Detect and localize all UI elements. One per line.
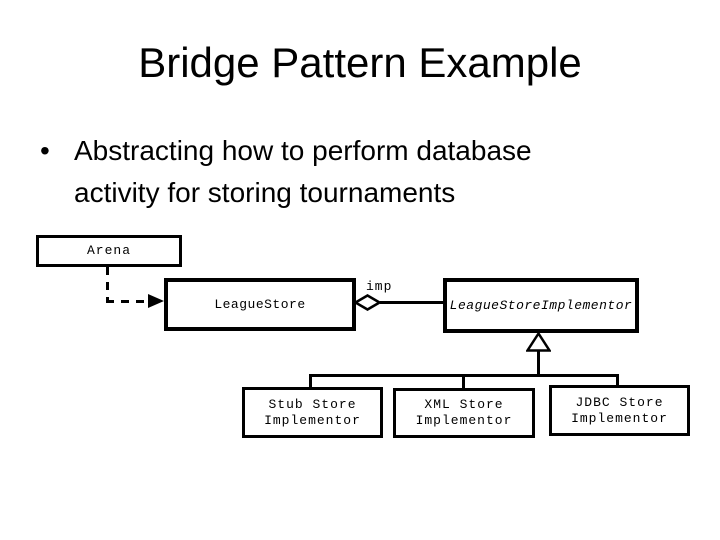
aggregation-role-label: imp [366, 279, 393, 294]
dashed-line-horizontal [106, 300, 150, 303]
class-label-arena: Arena [86, 243, 131, 258]
inheritance-connector-horizontal [309, 374, 619, 377]
slide-title: Bridge Pattern Example [138, 39, 582, 86]
class-box-xml-store-implementor: XML Store Implementor [393, 388, 535, 438]
class-label-line-2: Implementor [264, 412, 361, 428]
class-label-line-2: Implementor [571, 410, 668, 426]
class-label-line-1: JDBC Store [575, 394, 664, 410]
class-label-league-store-implementor: LeagueStoreImplementor [449, 297, 633, 313]
aggregation-line [380, 301, 443, 304]
dashed-line-vertical [106, 267, 109, 302]
aggregation-diamond-icon [353, 294, 382, 316]
bullet-item: • Abstracting how to perform database ac… [40, 130, 532, 214]
bullet-line-1: Abstracting how to perform database [74, 135, 532, 166]
connector-stub-right [616, 376, 619, 386]
class-label-league-store: LeagueStore [214, 296, 306, 312]
class-label-line-1: XML Store [424, 397, 504, 412]
bullet-text: Abstracting how to perform database acti… [74, 130, 532, 214]
connector-stub-left [309, 376, 312, 388]
class-box-jdbc-store-implementor: JDBC Store Implementor [549, 385, 690, 436]
class-box-league-store-implementor: LeagueStoreImplementor [443, 278, 639, 333]
bullet-marker: • [40, 135, 50, 166]
class-box-league-store: LeagueStore [164, 278, 356, 331]
class-label-line-1: Stub Store [268, 396, 357, 412]
inheritance-line-vertical [537, 350, 540, 376]
class-label-line-2: Implementor [415, 413, 513, 428]
connector-stub-middle [462, 376, 465, 389]
class-box-stub-store-implementor: Stub Store Implementor [242, 387, 383, 438]
dependency-arrowhead-icon [148, 294, 164, 308]
class-box-arena: Arena [36, 235, 182, 267]
bullet-line-2: activity for storing tournaments [74, 177, 456, 208]
